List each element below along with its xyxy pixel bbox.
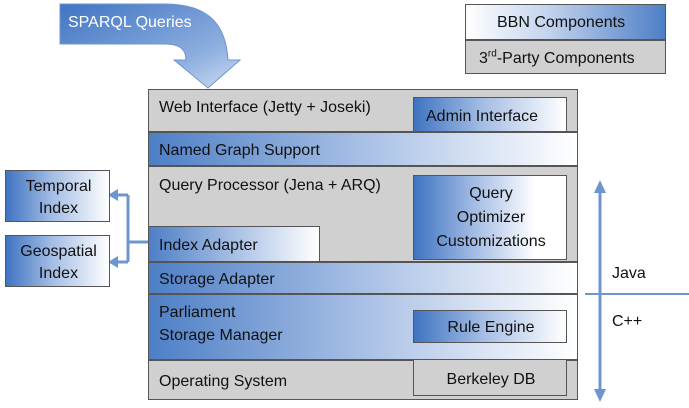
query-optimizer-box: Query Optimizer Customizations <box>413 175 567 260</box>
legend-bbn-components: BBN Components <box>465 4 666 40</box>
geospatial-index-box: Geospatial Index <box>5 235 110 287</box>
index-arrows <box>116 193 148 264</box>
sparql-queries-label: SPARQL Queries <box>68 14 192 31</box>
admin-interface-box: Admin Interface <box>413 97 567 132</box>
vertical-arrowhead-down <box>594 389 606 402</box>
legend-third-party-components: 3rd-Party Components <box>465 40 666 74</box>
berkeley-db-box: Berkeley DB <box>413 360 567 396</box>
named-graph-support-layer: Named Graph Support <box>148 132 578 166</box>
index-adapter-box: Index Adapter <box>148 226 320 262</box>
vertical-arrowhead-up <box>594 180 606 193</box>
java-label: Java <box>612 265 646 282</box>
temporal-index-box: Temporal Index <box>5 170 110 222</box>
sparql-arrow-shape <box>59 3 242 89</box>
arrowhead-temporal <box>108 189 118 201</box>
legend-third-party-label: 3rd-Party Components <box>479 48 635 67</box>
rule-engine-box: Rule Engine <box>413 310 567 343</box>
arrowhead-geospatial <box>108 256 118 268</box>
storage-adapter-layer: Storage Adapter <box>148 262 578 294</box>
cpp-label: C++ <box>612 313 643 330</box>
